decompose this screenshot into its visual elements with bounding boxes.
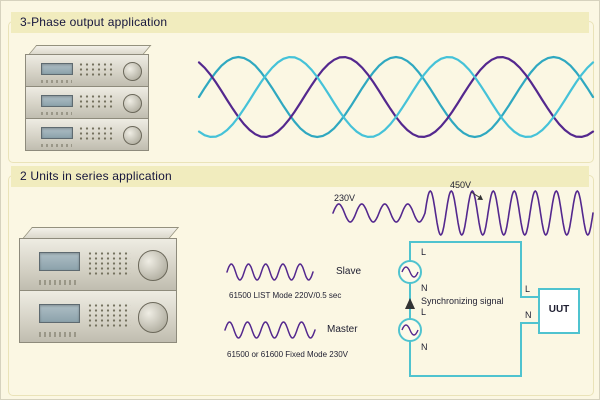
master-sine-glyph — [401, 324, 419, 336]
power-supply-unit — [25, 118, 149, 151]
master-terminal-l: L — [421, 307, 427, 317]
slave-terminal-l: L — [421, 247, 427, 257]
label-230v: 230V — [334, 193, 356, 203]
section-header-series: 2 Units in series application — [11, 166, 589, 187]
two-unit-stack — [19, 227, 180, 343]
slave-label: Slave — [336, 266, 362, 277]
uut-terminal-n: N — [525, 310, 532, 320]
lcd-display — [38, 304, 80, 323]
power-supply-unit — [25, 54, 149, 87]
wire-master-to-uut-n — [409, 322, 539, 377]
wave-slave-wave — [226, 263, 314, 281]
sync-arrow — [405, 298, 415, 309]
master-terminal-n: N — [421, 342, 428, 352]
450v-arrow-head — [477, 194, 483, 200]
rotary-knob — [137, 302, 169, 333]
wave-master-wave — [224, 321, 316, 339]
lcd-display — [40, 127, 74, 139]
wave-layer — [197, 55, 595, 339]
keypad — [78, 62, 113, 78]
lcd-display — [40, 63, 74, 75]
uut-terminal-l: L — [525, 284, 531, 294]
slave-caption: 61500 LIST Mode 220V/0.5 sec — [229, 291, 342, 300]
rotary-knob — [137, 250, 169, 281]
keypad — [87, 251, 131, 276]
master-caption: 61500 or 61600 Fixed Mode 230V — [227, 350, 348, 359]
wave-phase-a — [197, 55, 595, 139]
master-label: Master — [327, 324, 358, 335]
rotary-knob — [122, 61, 142, 82]
power-supply-unit — [19, 290, 177, 343]
label-450v: 450V — [450, 180, 472, 190]
three-unit-stack — [25, 45, 152, 151]
sync-signal-label: Synchronizing signal — [421, 296, 504, 306]
vent-slot — [40, 111, 73, 115]
vent-slot — [40, 79, 73, 83]
vent-slot — [40, 143, 73, 147]
uut-box — [538, 288, 580, 334]
lcd-display — [40, 95, 74, 107]
450v-arrow-line — [470, 191, 480, 198]
keypad — [78, 94, 113, 110]
rotary-knob — [122, 93, 142, 114]
keypad — [78, 126, 113, 142]
keypad — [87, 303, 131, 328]
wave-phase-c — [197, 55, 595, 139]
wire-slave-to-uut-l — [409, 241, 539, 298]
wave-series-output-230v-450v — [332, 189, 594, 237]
rotary-knob — [122, 125, 142, 146]
uut-label: UUT — [548, 304, 570, 315]
slave-terminal-n: N — [421, 283, 428, 293]
lcd-display — [38, 252, 80, 271]
slave-sine-glyph — [401, 266, 419, 278]
vent-slot — [38, 331, 80, 337]
power-supply-unit — [19, 238, 177, 291]
vent-slot — [38, 279, 80, 285]
section-header-three-phase: 3-Phase output application — [11, 12, 589, 33]
